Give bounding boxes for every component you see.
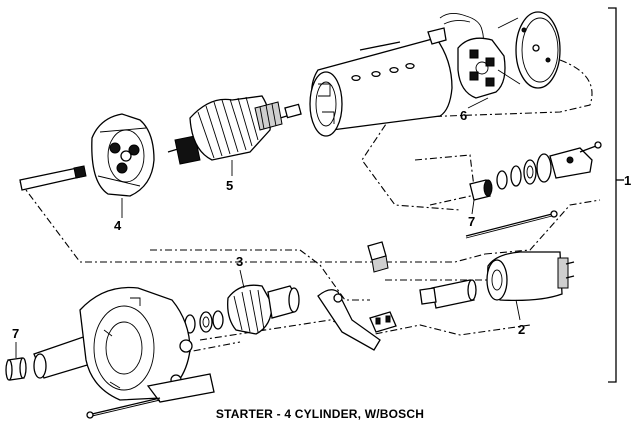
- part-7-lower-bushing: [5, 357, 27, 381]
- washer-set: [496, 141, 602, 190]
- callout-1: 1: [624, 173, 631, 188]
- solenoid-plunger: [419, 279, 477, 309]
- callout-6: 6: [460, 108, 467, 123]
- part-7-upper-bushing: [469, 179, 493, 201]
- part-3-drive-pinion: [227, 284, 300, 335]
- callout-2: 2: [518, 322, 525, 337]
- fork-pivot-clip: [369, 311, 397, 333]
- callout-4: 4: [114, 218, 122, 233]
- callout-7-upper: 7: [468, 214, 475, 229]
- mounting-bolt: [86, 397, 161, 419]
- callout-5: 5: [226, 178, 233, 193]
- through-bolt: [465, 210, 558, 239]
- leader-lines: [15, 97, 521, 358]
- part-4-end-housing: [19, 113, 155, 197]
- diagram-caption: STARTER - 4 CYLINDER, W/BOSCH: [215, 407, 425, 421]
- callout-7-lower: 7: [12, 326, 19, 341]
- small-block: [367, 241, 389, 273]
- callout-3: 3: [236, 254, 243, 269]
- retaining-rings: [184, 310, 224, 334]
- assembly-bracket: [608, 7, 624, 383]
- shift-fork: [317, 289, 381, 351]
- drive-end-frame: [33, 286, 215, 403]
- part-5-armature: [167, 95, 302, 165]
- field-frame-housing: [309, 27, 453, 137]
- part-2-solenoid: [486, 251, 575, 302]
- end-cap-disc: [497, 11, 561, 89]
- part-6-brush-holder: [439, 13, 506, 99]
